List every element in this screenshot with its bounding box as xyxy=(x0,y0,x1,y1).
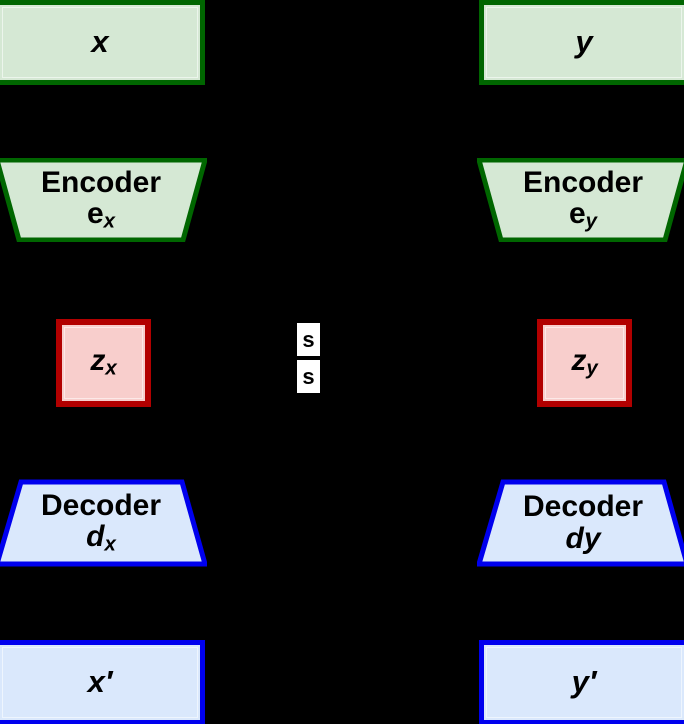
center-label-chip-bottom-text: s xyxy=(302,363,315,389)
encoder-y-shape xyxy=(477,158,684,242)
latent-zy-sub: y xyxy=(586,357,598,380)
center-label-chip-bottom: s xyxy=(297,360,320,393)
encoder-x-shape xyxy=(0,158,207,242)
input-node-x-label: x xyxy=(91,24,109,60)
latent-zx-sym: z xyxy=(90,344,106,378)
decoder-x-shape xyxy=(0,479,207,567)
latent-node-zy: zy xyxy=(537,319,632,407)
latent-node-zy-label: zy xyxy=(571,345,597,380)
inner-highlight xyxy=(545,327,624,399)
decoder-node-y: Decoder dy xyxy=(477,479,684,567)
encoder-node-y: Encoder ey xyxy=(477,158,684,242)
decoder-node-x: Decoder dx xyxy=(0,479,207,567)
output-node-x-prime: x′ xyxy=(0,640,205,724)
latent-zy-sym: z xyxy=(571,344,587,378)
inner-highlight xyxy=(486,7,682,78)
latent-zx-sub: x xyxy=(105,357,117,380)
center-label-chip-top-text: s xyxy=(302,326,315,352)
center-label-chip-top: s xyxy=(297,323,320,356)
inner-highlight xyxy=(2,647,198,718)
output-node-y-prime: y′ xyxy=(479,640,684,724)
inner-highlight xyxy=(486,647,682,718)
input-node-y-label: y xyxy=(575,24,593,60)
encoder-node-x: Encoder ex xyxy=(0,158,207,242)
input-node-y: y xyxy=(479,0,684,85)
inner-highlight xyxy=(64,327,143,399)
output-node-x-prime-label: x′ xyxy=(87,664,113,700)
input-node-x: x xyxy=(0,0,205,85)
decoder-y-shape xyxy=(477,479,684,567)
inner-highlight xyxy=(2,7,198,78)
output-node-y-prime-label: y′ xyxy=(571,664,597,700)
latent-node-zx: zx xyxy=(56,319,151,407)
latent-node-zx-label: zx xyxy=(90,345,116,380)
